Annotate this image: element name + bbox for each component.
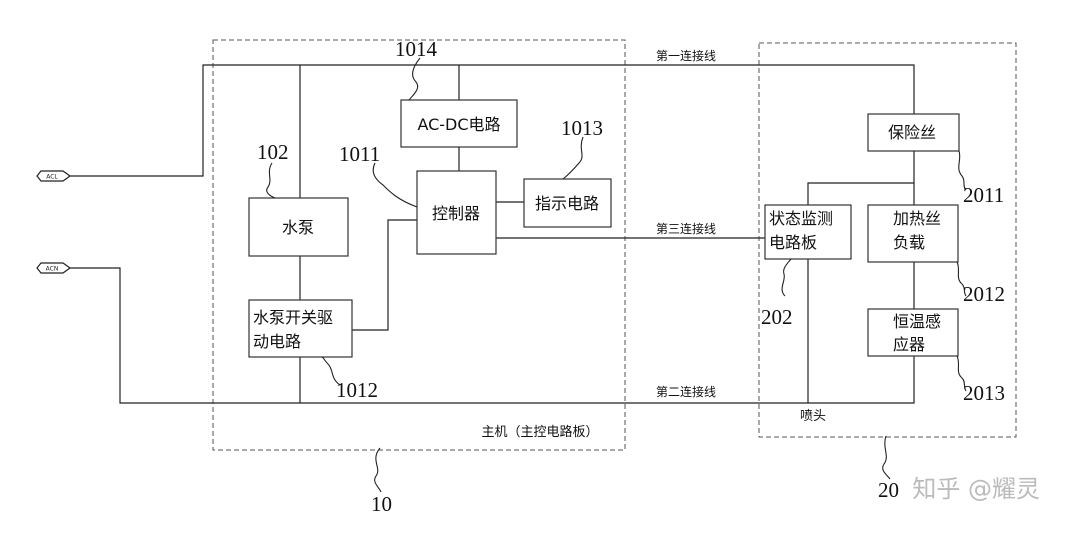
nozzle-enclosure (758, 42, 1017, 438)
block-monitor-label-2: 电路板 (769, 233, 817, 252)
block-pump-driver-label-2: 动电路 (253, 332, 301, 351)
terminal-acn-label: ACN (46, 266, 59, 273)
ref-102: 102 (257, 140, 289, 164)
terminal-acl: ACL (36, 170, 72, 182)
block-pump-label: 水泵 (282, 218, 314, 237)
block-indicator-label: 指示电路 (535, 194, 599, 213)
ref-2011: 2011 (963, 183, 1004, 207)
ref-1011: 1011 (339, 142, 380, 166)
block-heater (867, 204, 959, 263)
block-acdc-label: AC-DC电路 (417, 115, 500, 134)
wire-monitor-to-fuse (807, 182, 914, 205)
terminal-acn: ACN (36, 262, 72, 274)
block-controller (416, 170, 497, 255)
block-indicator (523, 178, 612, 228)
host-enclosure (212, 39, 626, 451)
ref-20: 20 (878, 478, 899, 502)
block-fuse (867, 113, 960, 152)
acn-second-line (70, 267, 915, 404)
block-fuse-label: 保险丝 (888, 123, 936, 142)
ref-1013: 1013 (561, 116, 603, 140)
leader-2013 (956, 355, 967, 392)
block-heater-label-2: 负载 (893, 233, 925, 252)
block-controller-label: 控制器 (432, 204, 480, 223)
leader-1013 (562, 136, 584, 180)
leader-202 (781, 258, 792, 297)
leader-102 (266, 162, 276, 199)
watermark: 知乎 @耀灵 (912, 475, 1040, 503)
ref-2012: 2012 (963, 282, 1005, 306)
wiring (70, 64, 915, 404)
block-thermo (867, 308, 959, 357)
leader-1014 (408, 57, 421, 101)
block-thermo-label-2: 应器 (893, 335, 925, 354)
block-pump-driver (248, 299, 353, 358)
block-heater-label-1: 加热丝 (893, 209, 941, 228)
ref-1012: 1012 (336, 378, 378, 402)
block-pump (248, 197, 349, 257)
leader-1011 (372, 162, 418, 208)
second-line-label: 第二连接线 (656, 384, 716, 399)
reference-leaders (266, 57, 967, 493)
ref-202: 202 (761, 305, 793, 329)
ref-10: 10 (371, 492, 392, 516)
leader-1012 (321, 356, 341, 386)
leader-20 (882, 435, 891, 480)
acl-first-line (70, 64, 915, 177)
block-acdc (400, 99, 518, 148)
first-line-label: 第一连接线 (656, 48, 716, 63)
wire-controller-to-driver (352, 219, 417, 331)
terminal-acl-label: ACL (46, 174, 58, 181)
leader-2011 (958, 150, 967, 191)
leader-2012 (956, 261, 967, 297)
ref-2013: 2013 (963, 381, 1005, 405)
host-caption: 主机（主控电路板） (481, 424, 598, 440)
block-thermo-label-1: 恒温感 (893, 312, 941, 331)
ref-1014: 1014 (395, 37, 438, 61)
block-monitor-label-1: 状态监测 (769, 209, 833, 228)
block-pump-driver-label-1: 水泵开关驱 (253, 308, 333, 327)
block-monitor (764, 204, 852, 260)
nozzle-caption: 喷头 (800, 409, 826, 424)
third-line-label: 第三连接线 (656, 221, 716, 236)
leader-10 (374, 447, 382, 493)
